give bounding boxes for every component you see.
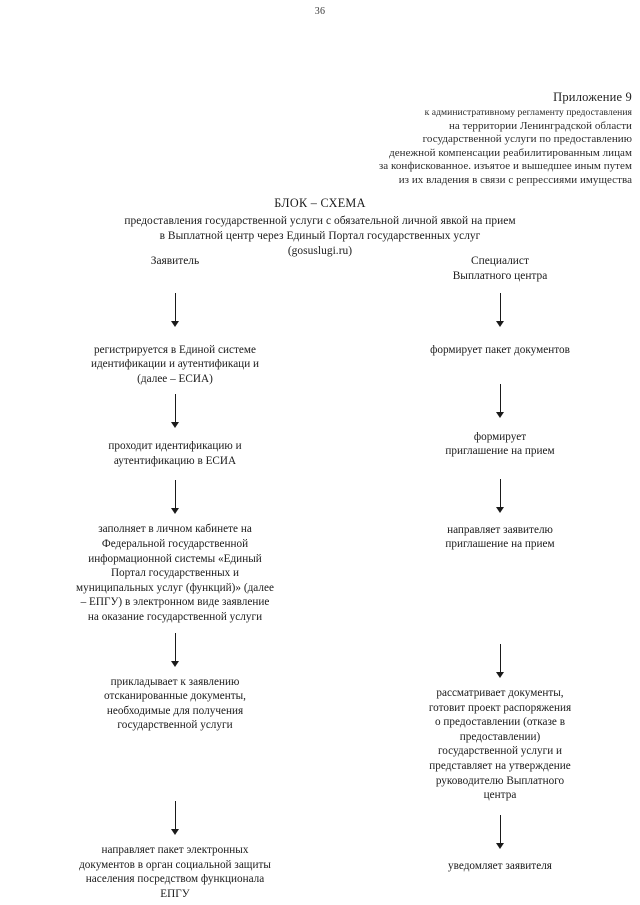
node-send-documents: направляет пакет электронных документов … [50,843,300,901]
flow-arrow-down-icon [171,480,180,515]
column-header-line: Специалист [471,255,529,267]
node-review-documents: рассматривает документы, готовит проект … [375,686,625,803]
node-fill-application: заполняет в личном кабинете на Федеральн… [50,522,300,624]
column-header-line: Выплатного центра [452,269,548,282]
node-text-line: направляет пакет электронных [101,844,249,856]
node-text-line: приглашение на прием [445,538,555,551]
node-text-line: формирует [473,430,527,443]
node-text-line: государственной услуги [117,719,233,732]
appendix-line: государственной услуги по предоставлению [422,133,632,146]
column-header-line: Заявитель [150,255,200,267]
node-text-line: представляет на утверждение [429,759,571,772]
node-text-line: документов в орган социальной защиты [79,858,271,871]
flow-arrow-down-icon [496,814,505,849]
document-title-line: в Выплатной центр через Единый Портал го… [159,230,481,242]
document-title-line: предоставления государственной услуги с … [124,215,516,227]
appendix-line: денежной компенсации реабилитированным л… [389,146,632,159]
node-text-line: рассматривает документы, [436,686,564,699]
node-form-invitation: формирует приглашение на прием [375,430,625,459]
flow-arrow-down-icon [496,293,505,327]
node-text-line: необходимые для получения [106,704,244,717]
node-text-line: регистрируется в Единой системе [94,343,256,356]
node-text-line: направляет заявителю [447,523,553,536]
node-text-line: формирует пакет документов [430,344,570,356]
column-header-specialist: Специалист Выплатного центра [375,254,625,283]
node-text-line: проходит идентификацию и [108,440,242,453]
page-number: 36 [314,6,326,17]
node-send-invitation: направляет заявителю приглашение на прие… [375,523,625,552]
document-title-main: БЛОК – СХЕМА [274,196,366,210]
node-text-line: на оказание государственной услуги [87,611,263,624]
column-header-applicant: Заявитель [50,254,300,269]
node-attach-documents: прикладывает к заявлению отсканированные… [50,675,300,733]
node-text-line: Портал государственных и [110,567,240,580]
node-text-line: отсканированные документы, [104,690,246,703]
node-text-line: о предоставлении (отказе в [434,716,566,729]
flow-arrow-down-icon [171,801,180,835]
appendix-line: из их владения в связи с репрессиями иму… [398,173,632,186]
flow-arrow-down-icon [171,632,180,667]
node-text-line: предоставлении) [459,730,541,743]
node-form-package: формирует пакет документов [375,343,625,358]
node-text-line: руководителю Выплатного [435,774,565,787]
node-text-line: информационной системы «Единый [88,552,262,565]
node-text-line: приглашение на прием [445,445,555,458]
node-register-esia: регистрируется в Единой системе идентифи… [50,343,300,387]
document-title: БЛОК – СХЕМА предоставления государствен… [20,196,620,259]
node-text-line: (далее – ЕСИА) [137,372,213,385]
flow-arrow-down-icon [171,292,180,327]
appendix-line: за конфискованное. изъятое и вышедшее ин… [378,160,632,173]
appendix-line: к административному регламенту предостав… [424,107,632,118]
node-text-line: ЕПГУ [160,887,190,900]
node-text-line: – ЕПГУ) в электронном виде заявление [80,596,270,609]
node-text-line: государственной услуги и [437,745,563,758]
flow-arrow-down-icon [171,394,180,429]
appendix-title: Приложение 9 [553,90,632,104]
node-text-line: населения посредством функционала [85,873,265,886]
node-text-line: центра [483,789,517,802]
node-identify-esia: проходит идентификацию и аутентификацию … [50,439,300,468]
node-text-line: идентификации и аутентификаци и [90,358,260,371]
node-notify-applicant: уведомляет заявителя [375,859,625,874]
node-text-line: муниципальных услуг (функций)» (далее [76,581,274,594]
flow-column-applicant: Заявитель регистрируется в Единой систем… [50,254,300,901]
node-text-line: аутентификацию в ЕСИА [113,454,237,467]
node-text-line: заполняет в личном кабинете на [98,523,252,536]
flow-arrow-down-icon [496,643,505,678]
node-text-line: прикладывает к заявлению [110,675,240,688]
appendix-line: на территории Ленинградской области [448,119,632,132]
flow-arrow-down-icon [496,383,505,418]
node-text-line: уведомляет заявителя [448,859,552,872]
appendix-header: Приложение 9 к административному регламе… [202,90,632,187]
flow-arrow-down-icon [496,478,505,513]
node-text-line: готовит проект распоряжения [428,701,572,714]
node-text-line: Федеральной государственной [101,538,249,551]
flow-column-specialist: Специалист Выплатного центра формирует п… [375,254,625,873]
document-title-line: (gosuslugi.ru) [287,245,353,257]
